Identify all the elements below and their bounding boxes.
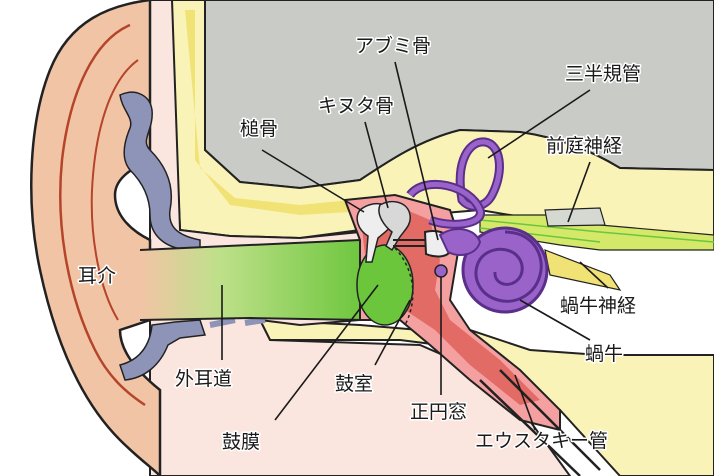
label-eardrum: 鼓膜 <box>222 431 260 453</box>
eustachian-tube-lines <box>479 369 601 476</box>
label-pinna: 耳介 <box>78 265 116 287</box>
label-stapes: アブミ骨 <box>355 34 431 57</box>
leader-incus <box>364 121 389 209</box>
cartilage-lower <box>119 319 207 381</box>
vestibular-nerve-body <box>544 207 606 227</box>
cochlear-nerve-body <box>544 249 622 291</box>
label-vestibular-nerve: 前庭神経 <box>546 135 622 157</box>
eardrum-dash <box>394 247 414 326</box>
pinna-fold-inner <box>90 59 139 321</box>
cochlea-vestibule <box>438 228 482 256</box>
label-malleus: 槌骨 <box>240 118 278 140</box>
label-round-window: 正円窓 <box>410 401 467 423</box>
leader-vestibular-nerve <box>567 161 591 223</box>
pinna-fold <box>59 23 146 407</box>
incus-shape <box>378 200 411 252</box>
cartilage-upper <box>119 91 201 251</box>
label-cochlear-nerve: 蝸牛神経 <box>560 295 636 317</box>
label-eustachian-tube: エウスタキー管 <box>475 430 608 452</box>
label-tympanic-cavity: 鼓室 <box>335 373 373 395</box>
middle-ear-inner <box>360 205 540 405</box>
ear-canal-upper-edge <box>139 239 361 251</box>
leader-tympanic-cavity <box>374 299 411 366</box>
ear-canal-shape <box>140 240 365 320</box>
label-cochlea: 蝸牛 <box>585 343 623 365</box>
leader-stapes <box>394 61 439 241</box>
leader-malleus <box>261 149 365 213</box>
leader-cochlear-nerve <box>579 261 609 289</box>
label-semicircular-canals: 三半規管 <box>565 63 641 85</box>
leader-cochlea <box>519 299 591 341</box>
ear-canal-lower-edge <box>139 316 366 321</box>
label-incus: キヌタ骨 <box>318 95 394 117</box>
cochlea-spiral <box>474 230 543 303</box>
label-ear-canal: 外耳道 <box>175 368 232 390</box>
round-window-shape <box>434 264 448 278</box>
eardrum-shape <box>356 244 414 326</box>
leader-semicircular-canals <box>487 89 591 159</box>
leader-eustachian-tube <box>514 374 536 431</box>
pinna-shape <box>30 0 162 476</box>
leader-eardrum <box>274 284 379 421</box>
semicircular-canal-2-fill <box>408 181 483 227</box>
